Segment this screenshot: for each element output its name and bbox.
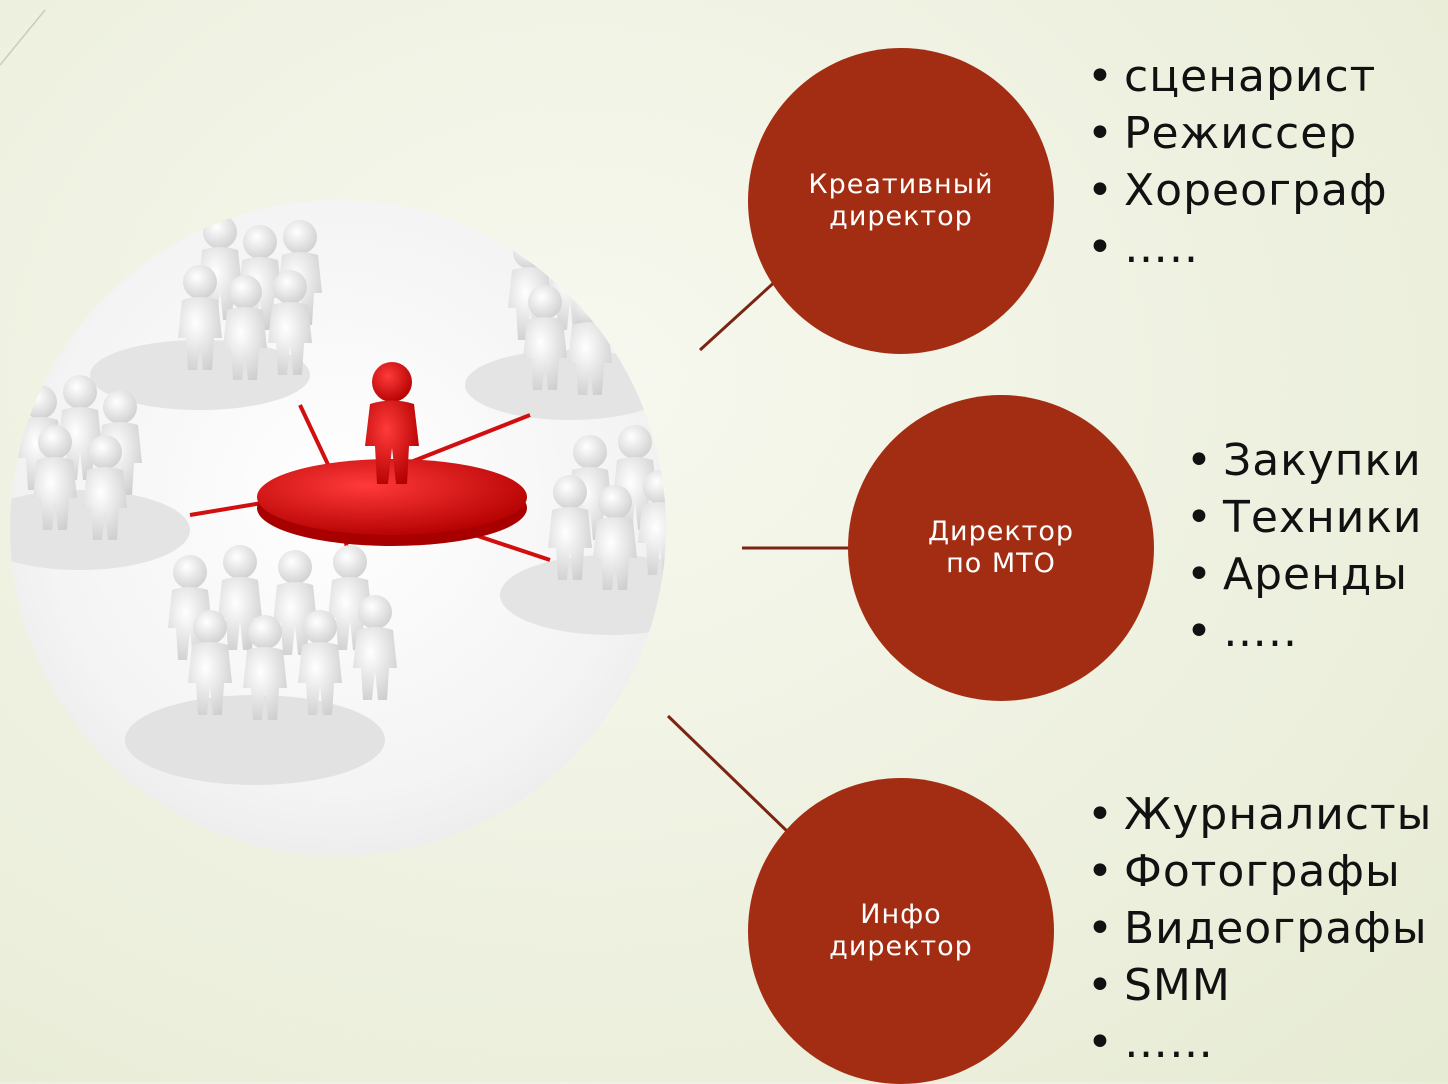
info-roles-list: Журналисты Фотографы Видеографы SMM ……: [1087, 786, 1432, 1071]
list-item: …..: [1087, 219, 1388, 276]
list-item: Техники: [1186, 489, 1423, 546]
list-item: Режиссер: [1087, 105, 1388, 162]
list-item: Закупки: [1186, 432, 1423, 489]
list-item: Фотографы: [1087, 843, 1432, 900]
mto-roles-list: Закупки Техники Аренды …..: [1186, 432, 1423, 660]
node-mto-director-label: Директор по МТО: [927, 516, 1075, 579]
list-item: SMM: [1087, 957, 1432, 1014]
team-leader-icon: [10, 215, 666, 785]
node-creative-director-label: Креативный директор: [808, 169, 994, 232]
node-info-director-label: Инфо директор: [829, 899, 973, 962]
list-item: Аренды: [1186, 546, 1423, 603]
list-item: …..: [1186, 603, 1423, 660]
list-item: Хореограф: [1087, 162, 1388, 219]
list-item: ……: [1087, 1014, 1432, 1071]
decorative-corner-line: [0, 9, 46, 66]
list-item: сценарист: [1087, 48, 1388, 105]
list-item: Видеографы: [1087, 900, 1432, 957]
team-leader-illustration: [10, 200, 666, 856]
node-mto-director: Директор по МТО: [848, 395, 1154, 701]
list-item: Журналисты: [1087, 786, 1432, 843]
creative-roles-list: сценарист Режиссер Хореограф …..: [1087, 48, 1388, 276]
node-creative-director: Креативный директор: [748, 48, 1054, 354]
node-info-director: Инфо директор: [748, 778, 1054, 1084]
